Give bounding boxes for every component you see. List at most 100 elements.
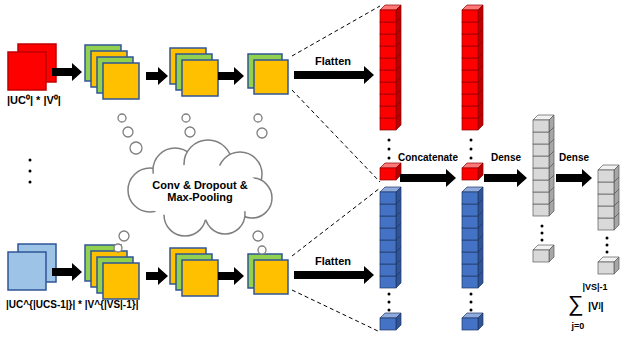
feature-map <box>254 60 288 94</box>
ellipsis-dot <box>388 293 391 296</box>
thought-bubble <box>130 142 142 154</box>
thought-bubble <box>114 244 122 252</box>
ellipsis-dot <box>388 301 391 304</box>
thought-bubble <box>253 231 263 241</box>
cube-front <box>462 318 478 330</box>
cube-side <box>478 5 483 22</box>
cube-front <box>598 262 614 274</box>
ellipsis-dot <box>541 239 544 242</box>
dashed-guide <box>292 188 380 256</box>
cloud-shape <box>128 140 272 236</box>
cube-front <box>462 216 478 228</box>
block-arrow <box>484 169 527 187</box>
cube-front <box>380 118 396 130</box>
ellipsis-dot <box>470 309 473 312</box>
cube-front <box>462 106 478 118</box>
cube-front <box>380 192 396 204</box>
cube-front <box>380 70 396 82</box>
cube-front <box>598 170 614 182</box>
thought-bubble <box>185 127 195 137</box>
ellipsis-dot <box>541 225 544 228</box>
input-size-label: |UC⁰| * |V⁰| <box>7 94 61 106</box>
feature-map <box>182 260 218 296</box>
cube-side <box>549 115 554 132</box>
cube-front <box>380 228 396 240</box>
dashed-guide <box>292 290 380 332</box>
ellipsis-dot <box>29 170 32 173</box>
thought-bubble <box>258 246 266 254</box>
cube-front <box>462 204 478 216</box>
cube-front <box>462 168 478 180</box>
ellipsis-dot <box>388 309 391 312</box>
cube-front <box>462 94 478 106</box>
cube-front <box>380 318 396 330</box>
ellipsis-dot <box>388 148 391 151</box>
cube-front <box>462 70 478 82</box>
cube-side <box>478 313 483 330</box>
cube-front <box>380 58 396 70</box>
thought-bubble <box>123 127 133 137</box>
thought-bubble <box>119 231 129 241</box>
cube-front <box>380 10 396 22</box>
cube-front <box>598 194 614 206</box>
cube-side <box>549 245 554 262</box>
flatten-label: Flatten <box>315 55 351 67</box>
cube-front <box>533 132 549 144</box>
block-arrow <box>294 66 374 84</box>
block-arrow <box>146 67 168 85</box>
ellipsis-dot <box>470 301 473 304</box>
cube-front <box>380 82 396 94</box>
cube-front <box>380 34 396 46</box>
cube-front <box>462 240 478 252</box>
cube-side <box>478 163 483 180</box>
feature-map <box>103 263 139 299</box>
input-size-label: |UC^{|UCS-1|}| * |V^{|VS|-1}| <box>6 299 138 310</box>
cube-front <box>462 252 478 264</box>
cube-side <box>396 313 401 330</box>
block-arrow <box>52 63 82 81</box>
output-size-label: |VS|-1 <box>582 283 607 293</box>
block-arrow <box>52 263 82 281</box>
cube-front <box>462 34 478 46</box>
cube-front <box>533 250 549 262</box>
dense-label: Dense <box>491 152 521 163</box>
cube-front <box>462 276 478 288</box>
cube-front <box>380 240 396 252</box>
ellipsis-dot <box>606 244 609 247</box>
cloud-fill <box>138 164 262 220</box>
feature-map <box>8 252 46 290</box>
block-arrow <box>294 266 374 284</box>
cube-front <box>462 46 478 58</box>
ellipsis-dot <box>606 251 609 254</box>
thought-bubble <box>254 114 262 122</box>
cube-front <box>533 168 549 180</box>
cube-front <box>380 216 396 228</box>
block-arrow <box>556 169 592 187</box>
cube-front <box>533 204 549 216</box>
cube-front <box>598 206 614 218</box>
cube-front <box>462 10 478 22</box>
dense-label: Dense <box>559 152 589 163</box>
cube-front <box>598 218 614 230</box>
block-arrow <box>218 67 244 85</box>
cube-front <box>462 192 478 204</box>
ellipsis-dot <box>541 232 544 235</box>
layers-group <box>8 5 619 332</box>
ellipsis-dot <box>470 157 473 160</box>
cube-side <box>614 165 619 182</box>
cube-front <box>380 204 396 216</box>
cube-front <box>462 82 478 94</box>
block-arrow <box>218 267 244 285</box>
cube-side <box>396 187 401 204</box>
cube-front <box>380 252 396 264</box>
cube-side <box>396 5 401 22</box>
cube-front <box>533 120 549 132</box>
cube-front <box>533 144 549 156</box>
ellipsis-dot <box>470 148 473 151</box>
feature-map <box>103 63 139 99</box>
cube-front <box>462 22 478 34</box>
cube-front <box>380 46 396 58</box>
feature-map <box>254 260 288 294</box>
feature-map <box>182 60 218 96</box>
